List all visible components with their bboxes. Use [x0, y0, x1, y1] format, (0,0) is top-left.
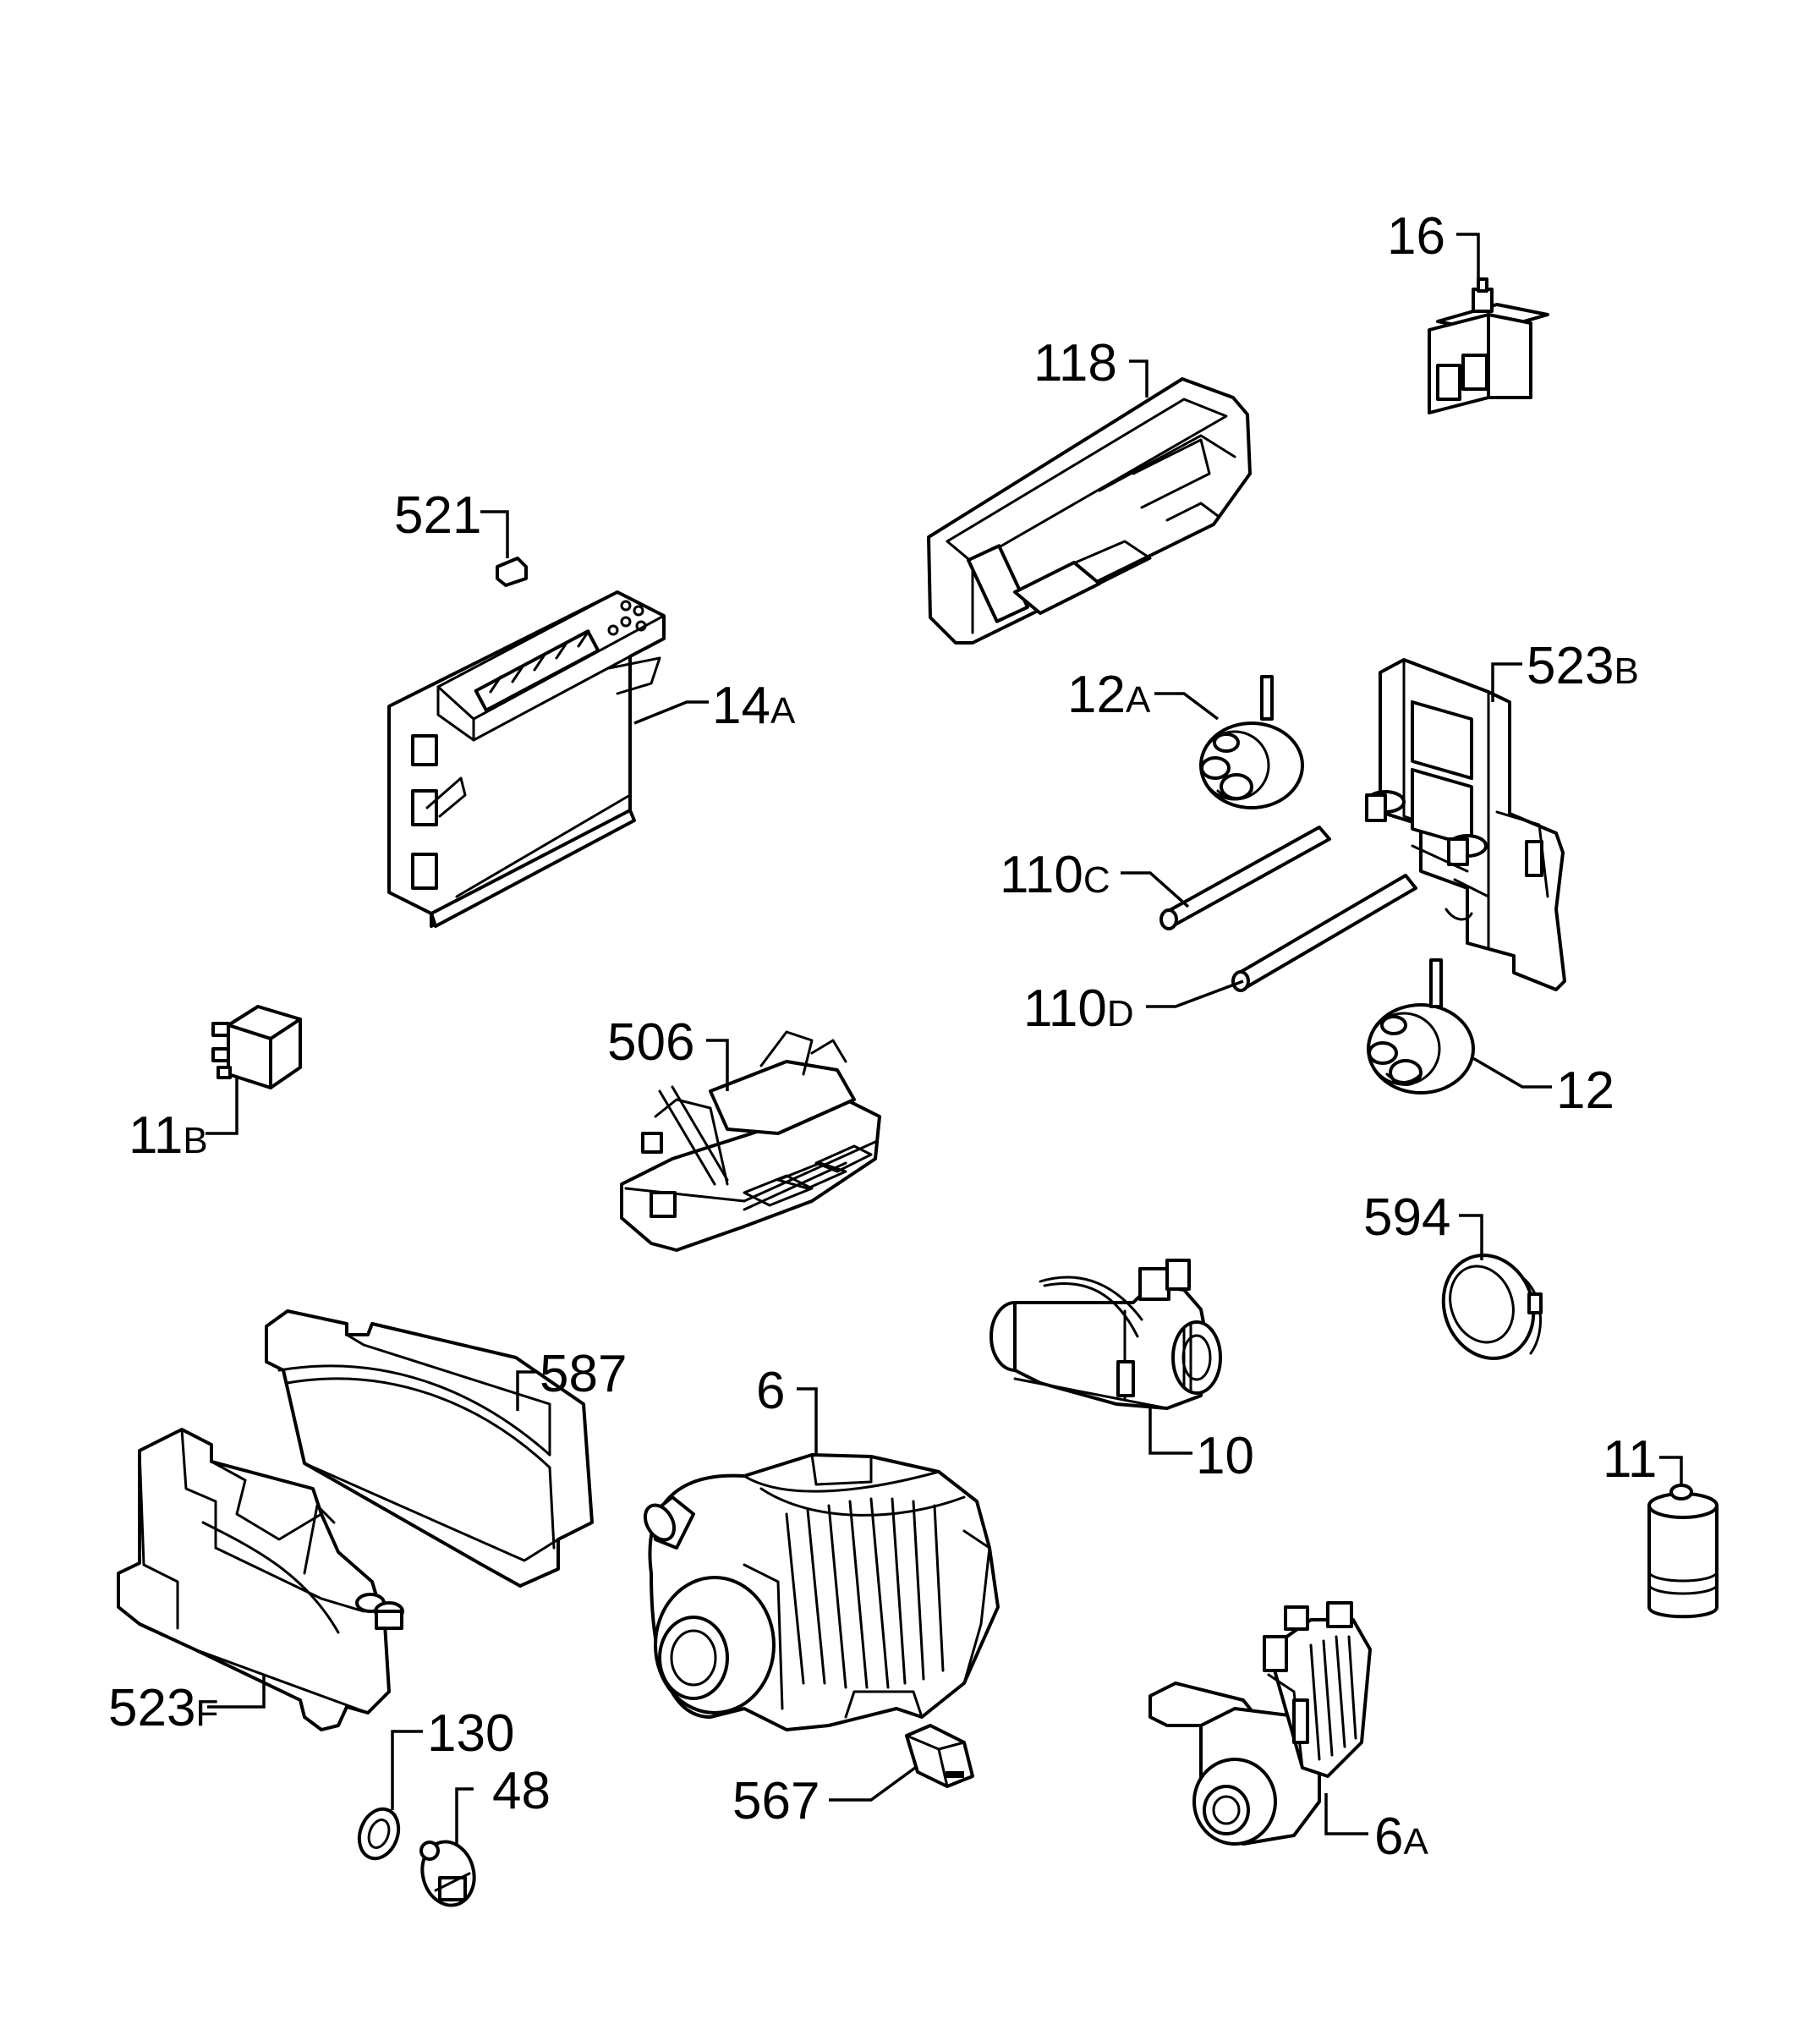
part-523b-bracket — [1365, 658, 1566, 991]
leader-587 — [516, 1370, 535, 1411]
leader-6a — [1324, 1793, 1368, 1835]
part-130-washer — [357, 1807, 401, 1861]
part-523f-duct — [117, 1428, 404, 1731]
label-594: 594 — [1363, 1188, 1450, 1247]
label-523f: 523F — [108, 1679, 218, 1737]
label-10: 10 — [1196, 1427, 1254, 1485]
label-6a: 6A — [1374, 1808, 1428, 1866]
part-587-cover — [265, 1309, 594, 1588]
leader-594 — [1459, 1214, 1483, 1260]
leader-12a — [1154, 692, 1220, 721]
part-118-panel — [927, 377, 1252, 645]
part-12a-pressure-switch — [1199, 675, 1304, 809]
label-48: 48 — [492, 1762, 551, 1820]
part-11-capacitor — [1647, 1484, 1719, 1619]
leader-523b — [1491, 662, 1522, 702]
label-12a: 12A — [1067, 666, 1151, 724]
label-6: 6 — [756, 1362, 785, 1420]
part-521-fuse — [496, 557, 528, 587]
leader-567 — [829, 1766, 917, 1802]
leader-lines — [206, 233, 1683, 1844]
part-567-clip — [905, 1724, 974, 1788]
label-587: 587 — [540, 1345, 627, 1403]
leader-14a — [633, 700, 709, 725]
leader-16 — [1456, 233, 1480, 283]
label-567: 567 — [732, 1772, 820, 1830]
leader-12 — [1471, 1056, 1552, 1089]
part-labels: 16 118 521 14A 12A 523B 110C 110D 12 11B… — [108, 207, 1657, 1866]
part-14a-control-module — [387, 590, 666, 928]
leader-6 — [797, 1387, 818, 1455]
leader-118 — [1129, 359, 1148, 398]
part-11b-relay — [211, 1005, 302, 1089]
part-10-heater — [989, 1259, 1222, 1410]
label-118: 118 — [1033, 334, 1117, 392]
label-11b: 11B — [129, 1106, 208, 1165]
part-48-plug — [419, 1840, 476, 1907]
leader-130 — [391, 1730, 423, 1810]
part-594-cap — [1441, 1254, 1543, 1360]
leader-110c — [1121, 871, 1190, 908]
label-14a: 14A — [712, 677, 796, 735]
part-16-switch — [1428, 277, 1549, 414]
part-110c-hose — [1159, 826, 1331, 930]
label-130: 130 — [427, 1704, 514, 1763]
leader-11b — [206, 1078, 238, 1135]
part-12-pressure-switch — [1367, 958, 1475, 1095]
leader-521 — [480, 510, 509, 558]
label-16: 16 — [1387, 207, 1445, 266]
label-110d: 110D — [1023, 979, 1134, 1038]
part-506-dispenser — [620, 1030, 881, 1252]
label-12: 12 — [1556, 1062, 1614, 1120]
part-6-circulation-pump — [643, 1453, 1000, 1731]
label-506: 506 — [607, 1013, 694, 1072]
leader-10 — [1148, 1404, 1192, 1455]
leader-506 — [706, 1039, 729, 1091]
part-110d-hose — [1231, 874, 1417, 992]
leader-110d — [1146, 979, 1244, 1008]
label-523b: 523B — [1527, 637, 1639, 695]
leader-48 — [455, 1787, 474, 1844]
label-11: 11 — [1603, 1430, 1657, 1489]
part-6a-drain-pump — [1148, 1601, 1372, 1846]
label-521: 521 — [394, 486, 481, 545]
leader-523f — [207, 1675, 266, 1709]
label-110c: 110C — [1000, 846, 1110, 904]
leader-11 — [1659, 1456, 1683, 1485]
